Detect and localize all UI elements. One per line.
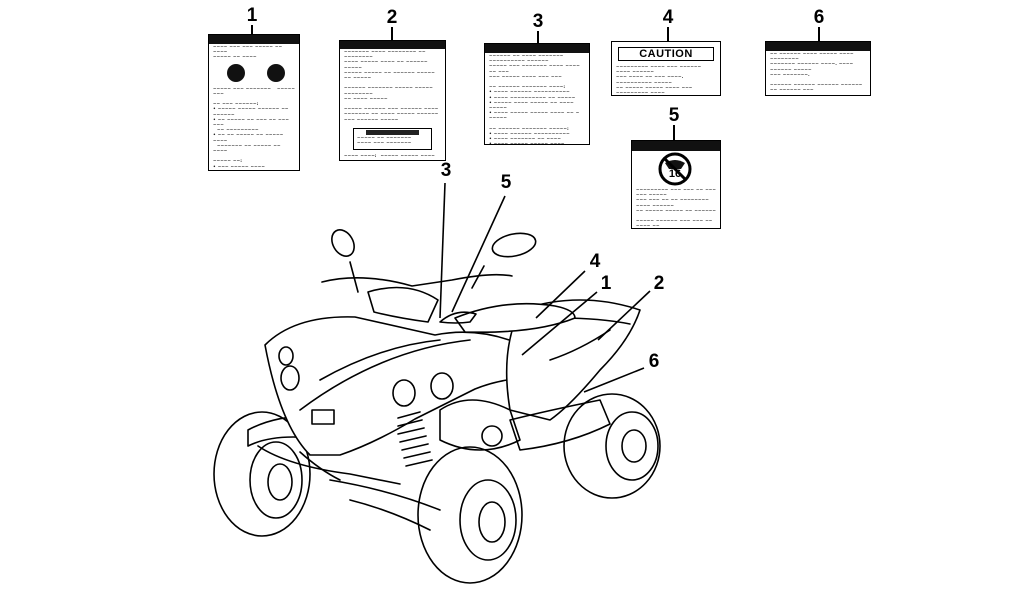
decal-text-block: ~~~~~~~ ~~~~ ~~~~~~~~ ~~ ~~~~~~~~~~~~ ~~… [344, 50, 439, 123]
callout-leader [537, 31, 539, 43]
headlight-left [278, 346, 294, 366]
decal-pictogram-row [209, 62, 299, 86]
decal-header-bar [766, 42, 870, 51]
leader-5 [451, 195, 506, 313]
decal-5-age-warning-label: 16 ~~~~~~~~~ ~~~ ~~~ ~~ ~~~ ~~~ ~~~~~~~~… [631, 140, 721, 229]
callout-number-5: 5 [668, 105, 680, 126]
footrest [509, 399, 611, 451]
no-passenger-icon [227, 63, 245, 82]
handlebar [321, 273, 513, 287]
decal-text-block: ~~ ~~~~~~ ~~~~ ~~~~~ ~~~~ ~~~~~~~~~~~~~~… [770, 52, 863, 95]
leader-4 [535, 270, 586, 319]
table-row: ~~~~~ ~~ ~~~~~~~~~~~ ~~~ ~~~~~~~ [357, 135, 412, 147]
decal-text-block: ~~~~ ~~~~: ~~~~~ ~~~~~ ~~~~ ~~~~ ~~~~~~~… [344, 153, 435, 160]
callout-leader [391, 27, 393, 40]
decal-3-reverse-label: ~~~~~~ ~~ ~~~~ ~~~~~~~ ~~~~~~~~~~ ~~~~~~… [484, 43, 590, 145]
age-badge: 16 [668, 168, 682, 180]
callout-number-1: 1 [246, 5, 258, 26]
cold-tire-pressure-table: ~~~~~ ~~ ~~~~~~~~~~~ ~~~ ~~~~~~~ [353, 127, 432, 150]
rear-wheel [563, 393, 661, 499]
atv-callout-5: 5 [500, 172, 512, 193]
engine [439, 399, 521, 451]
decal-6-load-label: ~~ ~~~~~~ ~~~~ ~~~~~ ~~~~ ~~~~~~~~~~~~~~… [765, 41, 871, 96]
front-shock-spring [397, 411, 433, 467]
no-paved-road-icon [267, 63, 285, 82]
caution-heading: CAUTION [618, 47, 714, 61]
fender-crease [319, 339, 441, 381]
atv-callout-4: 4 [589, 251, 601, 272]
front-right-wheel [417, 446, 523, 584]
callout-leader [673, 125, 675, 140]
front-left-wheel [213, 411, 311, 537]
bumper-brace [299, 451, 341, 481]
right-mirror [491, 232, 537, 258]
fender-crease [299, 339, 471, 411]
fuel-cap [439, 311, 477, 324]
decal-4-caution-label: CAUTION ~~~~~~~~~ ~~~~ ~~~ ~~~~~~ ~~~~ ~… [611, 41, 721, 96]
decal-text-block: ~~~~~~~~~ ~~~ ~~~ ~~ ~~~ ~~~ ~~~~~~~~ ~~… [636, 188, 716, 229]
mirror-stem [349, 261, 359, 293]
left-mirror [331, 229, 355, 257]
callout-number-3: 3 [532, 11, 544, 32]
callout-leader [667, 27, 669, 41]
decal-header-bar [209, 35, 299, 44]
decal-1-warning-label: ~~~~ ~~~ ~~~ ~~~~~ ~~ ~~~~~~~~~ ~~ ~~~~ … [208, 34, 300, 171]
decal-text-block: ~~~~ ~~~ ~~~ ~~~~~ ~~ ~~~~~~~~~ ~~ ~~~~ [213, 45, 283, 61]
engine-cover [481, 425, 503, 447]
decal-text-block: ~~~~~~~~~ ~~~~ ~~~ ~~~~~~ ~~~~ ~~~~~~~~~… [616, 65, 702, 96]
callout-number-2: 2 [386, 7, 398, 28]
a-arm [349, 499, 431, 531]
bumper-brace [257, 445, 401, 485]
decal-header-bar [485, 44, 589, 53]
age-pictogram: 16 [632, 151, 720, 187]
leader-3 [439, 182, 446, 319]
callout-leader [251, 25, 253, 35]
decal-header-bar [632, 141, 720, 151]
no-under-16-icon [658, 152, 692, 186]
seat [454, 302, 576, 334]
decal-text-block: ~~~~~ ~~~ ~~~~~~~ ~~~~~ ~~~~~ ~~~ ~~~~~~… [213, 86, 295, 170]
leader-1 [521, 291, 598, 356]
atv-callout-1: 1 [600, 273, 612, 294]
decal-2-tire-pressure-label: ~~~~~~~ ~~~~ ~~~~~~~~ ~~ ~~~~~~~~~~~~ ~~… [339, 40, 446, 161]
headlight-right [392, 379, 416, 407]
decal-header-bar [340, 41, 445, 49]
callout-number-6: 6 [813, 7, 825, 28]
atv-callout-2: 2 [653, 273, 665, 294]
atv-callout-6: 6 [648, 351, 660, 372]
leader-2 [597, 290, 651, 341]
mirror-stem [471, 265, 485, 289]
table-header [366, 129, 419, 135]
a-arm [329, 479, 441, 511]
decal-text-block: ~~~~~~ ~~ ~~~~ ~~~~~~~ ~~~~~~~~~~ ~~~~~~… [489, 54, 580, 145]
headlight-right [430, 372, 454, 400]
handlebar-cover [367, 286, 439, 323]
callout-number-4: 4 [662, 7, 674, 28]
callout-leaders [439, 182, 651, 393]
callout-leader [818, 27, 820, 41]
front-grille [311, 409, 335, 425]
rear-fender [505, 299, 641, 421]
atv-callout-3: 3 [440, 160, 452, 181]
headlight-left [280, 365, 300, 391]
leader-6 [583, 367, 645, 393]
